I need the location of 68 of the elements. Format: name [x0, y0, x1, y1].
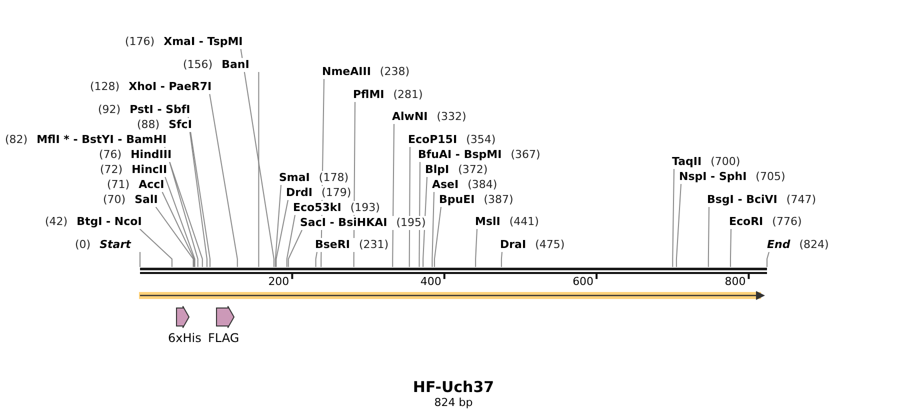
- leader-line: [139, 228, 172, 268]
- enzyme-site-label: (72) HincII: [100, 163, 168, 177]
- enzyme-site-label: PflMI (281): [353, 88, 423, 102]
- leader-line: [418, 162, 420, 268]
- leader-line: [315, 252, 318, 268]
- enzyme-site-label: (88) SfcI: [137, 118, 192, 132]
- enzyme-site-label: EcoP15I (354): [408, 133, 496, 147]
- leader-line: [286, 214, 296, 268]
- leader-line: [766, 252, 770, 268]
- enzyme-site-label: (82) MflI * - BstYI - BamHI: [5, 133, 167, 147]
- leader-line: [392, 124, 394, 268]
- enzyme-site-label: (156) BanI: [183, 58, 250, 72]
- leader-line: [500, 252, 502, 268]
- leader-line: [274, 184, 282, 268]
- enzyme-site-label: (176) XmaI - TspMI: [125, 35, 243, 49]
- enzyme-site-label: (71) AccI: [107, 178, 164, 192]
- enzyme-site-label: End (824): [767, 238, 829, 252]
- map-title: HF-Uch37: [412, 378, 496, 396]
- leader-line: [155, 206, 194, 268]
- enzyme-site-label: NspI - SphI (705): [679, 170, 786, 184]
- enzyme-site-label: AseI (384): [432, 178, 498, 192]
- scale-label: 800: [724, 275, 746, 288]
- enzyme-site-label: BpuEI (387): [439, 193, 514, 207]
- enzyme-site-label: DrdI (179): [286, 186, 352, 200]
- enzyme-site-label: (128) XhoI - PaeR7I: [90, 80, 212, 94]
- leader-line: [434, 206, 442, 268]
- feature-label: FLAG: [208, 331, 240, 345]
- enzyme-site-label: (70) SalI: [103, 193, 158, 207]
- leader-line: [676, 184, 682, 268]
- enzyme-site-label: Eco53kI (193): [293, 201, 380, 215]
- enzyme-site-label: (42) BtgI - NcoI: [45, 215, 142, 229]
- enzyme-site-label: EcoRI (776): [729, 215, 802, 229]
- leader-line: [209, 94, 238, 268]
- enzyme-site-label: DraI (475): [500, 238, 565, 252]
- scale-label: 400: [420, 275, 442, 288]
- leader-line: [258, 72, 260, 268]
- enzyme-site-label: BlpI (372): [425, 163, 488, 177]
- enzyme-site-label: BsgI - BciVI (747): [707, 193, 816, 207]
- enzyme-site-label: NmeAIII (238): [322, 65, 410, 79]
- scale-label: 600: [572, 275, 594, 288]
- leader-line: [475, 228, 478, 268]
- leader-line: [164, 146, 203, 268]
- leader-line: [708, 206, 710, 268]
- leader-line: [288, 230, 302, 268]
- enzyme-site-label: MslI (441): [475, 215, 539, 229]
- enzyme-site-label: AlwNI (332): [392, 110, 466, 124]
- feature-label: 6xHis: [168, 331, 202, 345]
- leader-line: [162, 192, 195, 268]
- enzyme-site-label: (0) Start: [75, 238, 131, 252]
- leader-line: [189, 132, 208, 268]
- leader-line: [730, 228, 732, 268]
- scale-label: 200: [268, 275, 290, 288]
- enzyme-site-label: SmaI (178): [279, 171, 348, 185]
- enzyme-site-label: (76) HindIII: [99, 148, 172, 162]
- leader-line: [188, 116, 210, 268]
- leader-line: [276, 200, 288, 268]
- enzyme-site-label: SacI - BsiHKAI (195): [300, 216, 426, 230]
- leader-line: [164, 176, 196, 268]
- enzyme-site-label: TaqII (700): [672, 155, 740, 169]
- leader-line: [432, 192, 434, 268]
- leader-line: [240, 48, 274, 268]
- enzyme-site-label: BfuAI - BspMI (367): [418, 148, 540, 162]
- leader-line: [672, 168, 674, 268]
- sequence-length: 824 bp: [433, 396, 474, 409]
- leader-line: [169, 162, 198, 268]
- enzyme-site-label: (92) PstI - SbfI: [98, 103, 190, 117]
- leader-line: [408, 146, 410, 268]
- enzyme-site-label: BseRI (231): [315, 238, 389, 252]
